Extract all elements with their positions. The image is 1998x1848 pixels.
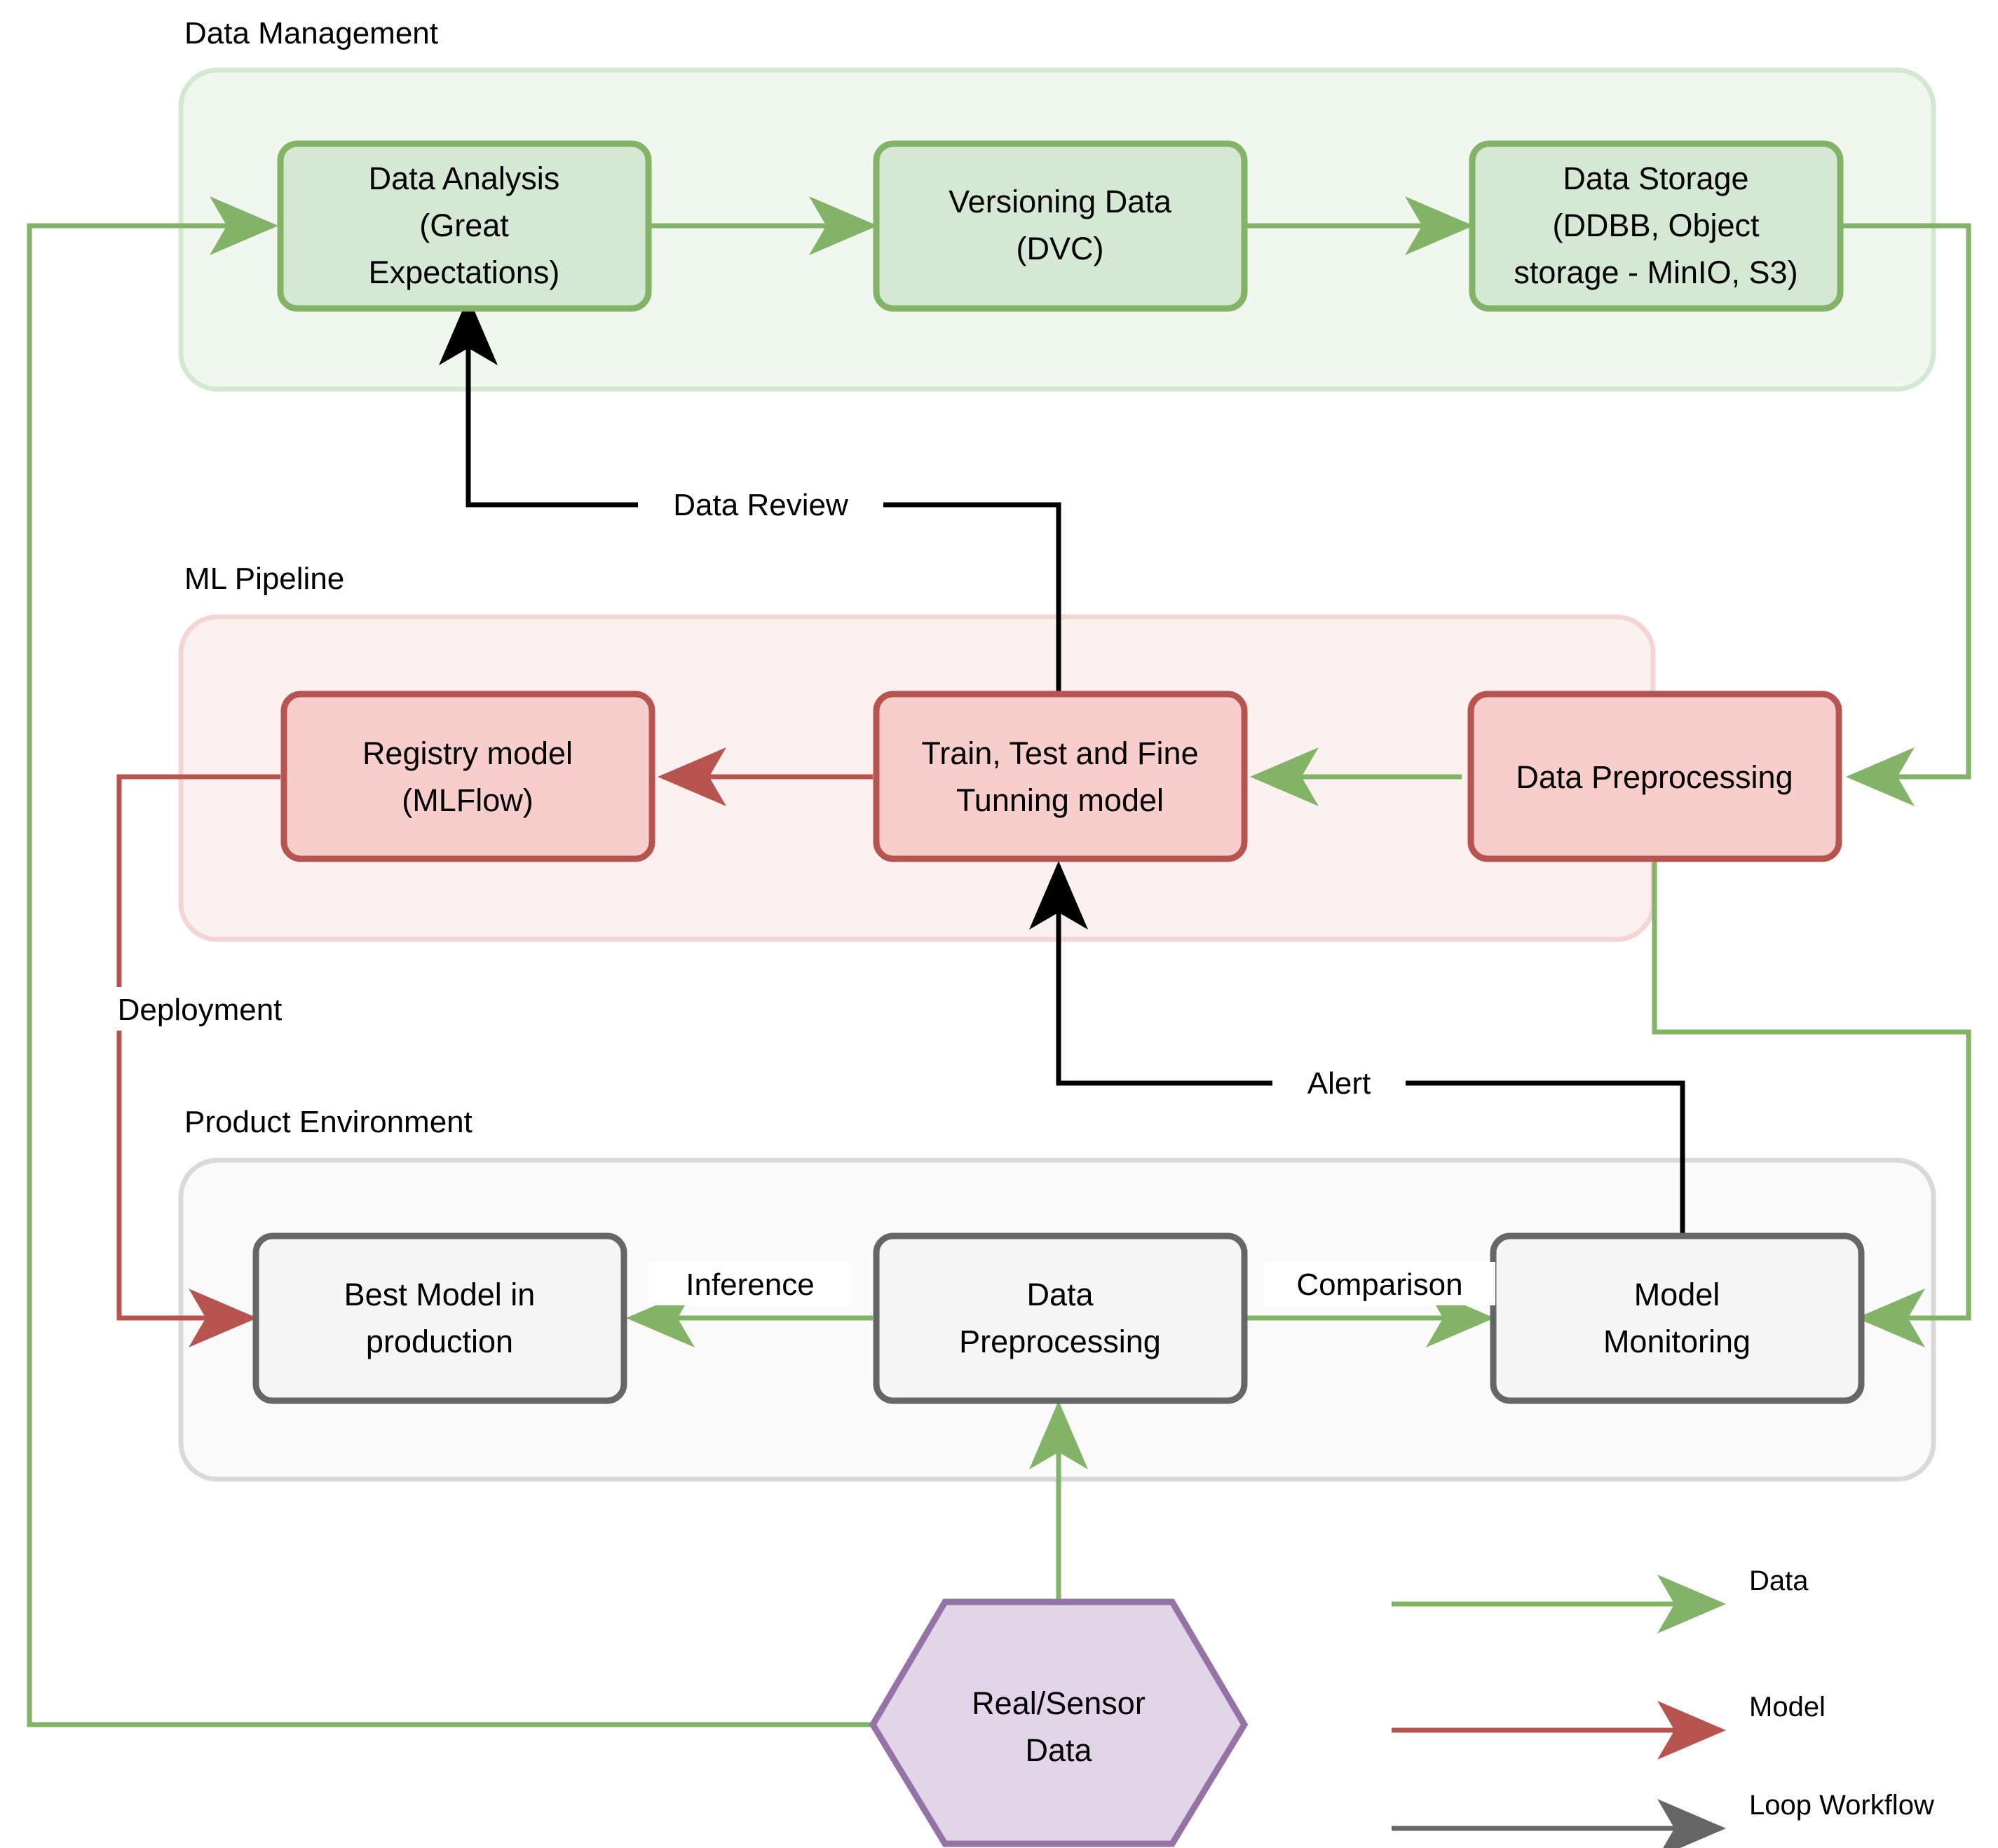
edge-label-inference-text: Inference (686, 1268, 814, 1302)
edge-label-deployment: Deployment (88, 987, 312, 1031)
node-data-storage-line-3: storage - MinIO, S3) (1514, 254, 1797, 290)
node-data-storage-line-2: (DDBB, Object (1552, 208, 1760, 243)
node-model-monitoring-line-2: Monitoring (1603, 1324, 1751, 1359)
node-real-sensor-data-line-2: Data (1025, 1732, 1092, 1768)
legend-label-loop-workflow: Loop Workflow (1749, 1790, 1934, 1821)
node-registry-model[interactable]: Registry model (MLFlow) (280, 691, 655, 862)
node-data-analysis-line-2: (Great (419, 208, 509, 243)
node-model-monitoring-line-1: Model (1634, 1277, 1720, 1312)
edge-label-comparison: Comparison (1264, 1262, 1495, 1305)
node-real-sensor-data-line-1: Real/Sensor (972, 1685, 1146, 1721)
edge-preprocessing-ml-to-model-monitoring (1652, 841, 1971, 1347)
node-data-preprocessing-ml-line-1: Data Preprocessing (1516, 759, 1793, 795)
edge-sensor-to-data-analysis (27, 196, 897, 1727)
node-model-monitoring[interactable]: Model Monitoring (1490, 1232, 1865, 1404)
node-data-analysis[interactable]: Data Analysis (Great Expectations) (277, 140, 652, 312)
legend: Data Model Loop Workflow (1392, 1565, 1934, 1848)
legend-item-loop-workflow: Loop Workflow (1392, 1790, 1934, 1848)
legend-item-model: Model (1392, 1692, 1826, 1760)
legend-label-data: Data (1749, 1565, 1809, 1596)
node-registry-model-line-2: (MLFlow) (402, 782, 534, 818)
edge-label-inference: Inference (648, 1262, 852, 1305)
node-best-model-line-2: production (366, 1324, 513, 1359)
node-data-preprocessing-prod-line-2: Preprocessing (959, 1324, 1161, 1359)
node-data-preprocessing-prod[interactable]: Data Preprocessing (873, 1232, 1248, 1404)
node-best-model[interactable]: Best Model in production (252, 1232, 627, 1404)
legend-label-model: Model (1749, 1692, 1826, 1723)
node-data-analysis-line-3: Expectations) (369, 254, 560, 290)
edge-storage-to-preprocessing-ml (1840, 223, 1971, 806)
edge-label-comparison-text: Comparison (1296, 1268, 1462, 1302)
node-versioning-data-line-2: (DVC) (1017, 231, 1104, 266)
node-best-model-line-1: Best Model in (344, 1277, 536, 1312)
node-data-analysis-line-1: Data Analysis (369, 161, 560, 196)
edge-label-alert: Alert (1272, 1061, 1406, 1104)
node-train-test-finetune[interactable]: Train, Test and Fine Tunning model (873, 691, 1248, 862)
node-registry-model-line-1: Registry model (362, 735, 573, 771)
edge-registry-to-best-model-deployment (116, 774, 280, 1347)
node-data-preprocessing-ml[interactable]: Data Preprocessing (1467, 691, 1842, 862)
node-versioning-data-line-1: Versioning Data (949, 184, 1172, 219)
node-data-storage[interactable]: Data Storage (DDBB, Object storage - Min… (1469, 140, 1844, 312)
node-train-line-1: Train, Test and Fine (921, 735, 1198, 771)
edge-label-data-review-text: Data Review (673, 488, 848, 522)
group-label-ml-pipeline: ML Pipeline (184, 562, 344, 596)
node-versioning-data[interactable]: Versioning Data (DVC) (873, 140, 1248, 312)
edge-label-data-review: Data Review (638, 482, 883, 526)
node-data-preprocessing-prod-line-1: Data (1026, 1277, 1094, 1312)
edge-label-deployment-text: Deployment (118, 993, 283, 1027)
edge-label-alert-text: Alert (1307, 1066, 1371, 1101)
group-label-data-management: Data Management (184, 16, 438, 50)
legend-item-data: Data (1392, 1565, 1809, 1633)
node-train-line-2: Tunning model (956, 782, 1164, 818)
group-label-product-environment: Product Environment (184, 1105, 473, 1139)
node-data-storage-line-1: Data Storage (1563, 161, 1748, 196)
node-real-sensor-data[interactable]: Real/Sensor Data (869, 1598, 1249, 1847)
